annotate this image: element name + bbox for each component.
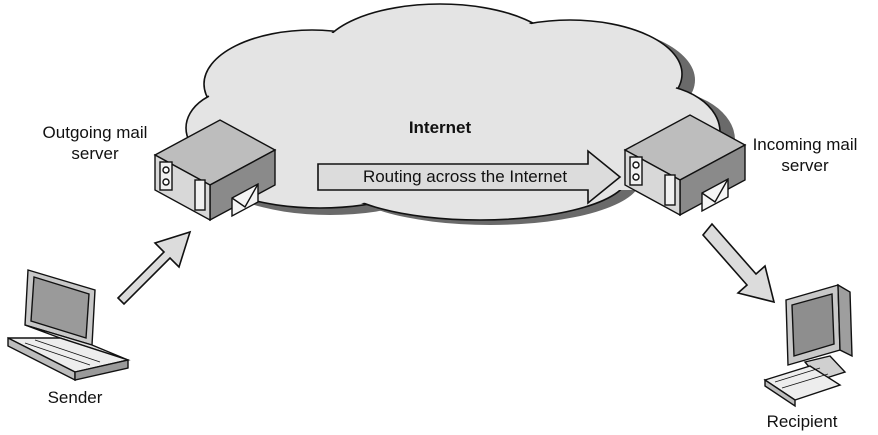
outgoing-server-icon xyxy=(153,119,277,222)
routing-arrow xyxy=(317,149,622,205)
internet-label: Internet xyxy=(408,118,472,137)
outgoing-server-label: Outgoing mail server xyxy=(42,123,148,163)
incoming-server-icon xyxy=(623,114,747,217)
send-arrow xyxy=(116,230,192,306)
recipient-label: Recipient xyxy=(766,412,838,431)
deliver-arrow xyxy=(701,222,776,304)
incoming-server-label: Incoming mail server xyxy=(752,135,858,175)
routing-label: Routing across the Internet xyxy=(362,167,568,186)
laptop-icon xyxy=(7,269,131,382)
sender-label: Sender xyxy=(47,388,103,407)
desktop-icon xyxy=(763,283,853,408)
